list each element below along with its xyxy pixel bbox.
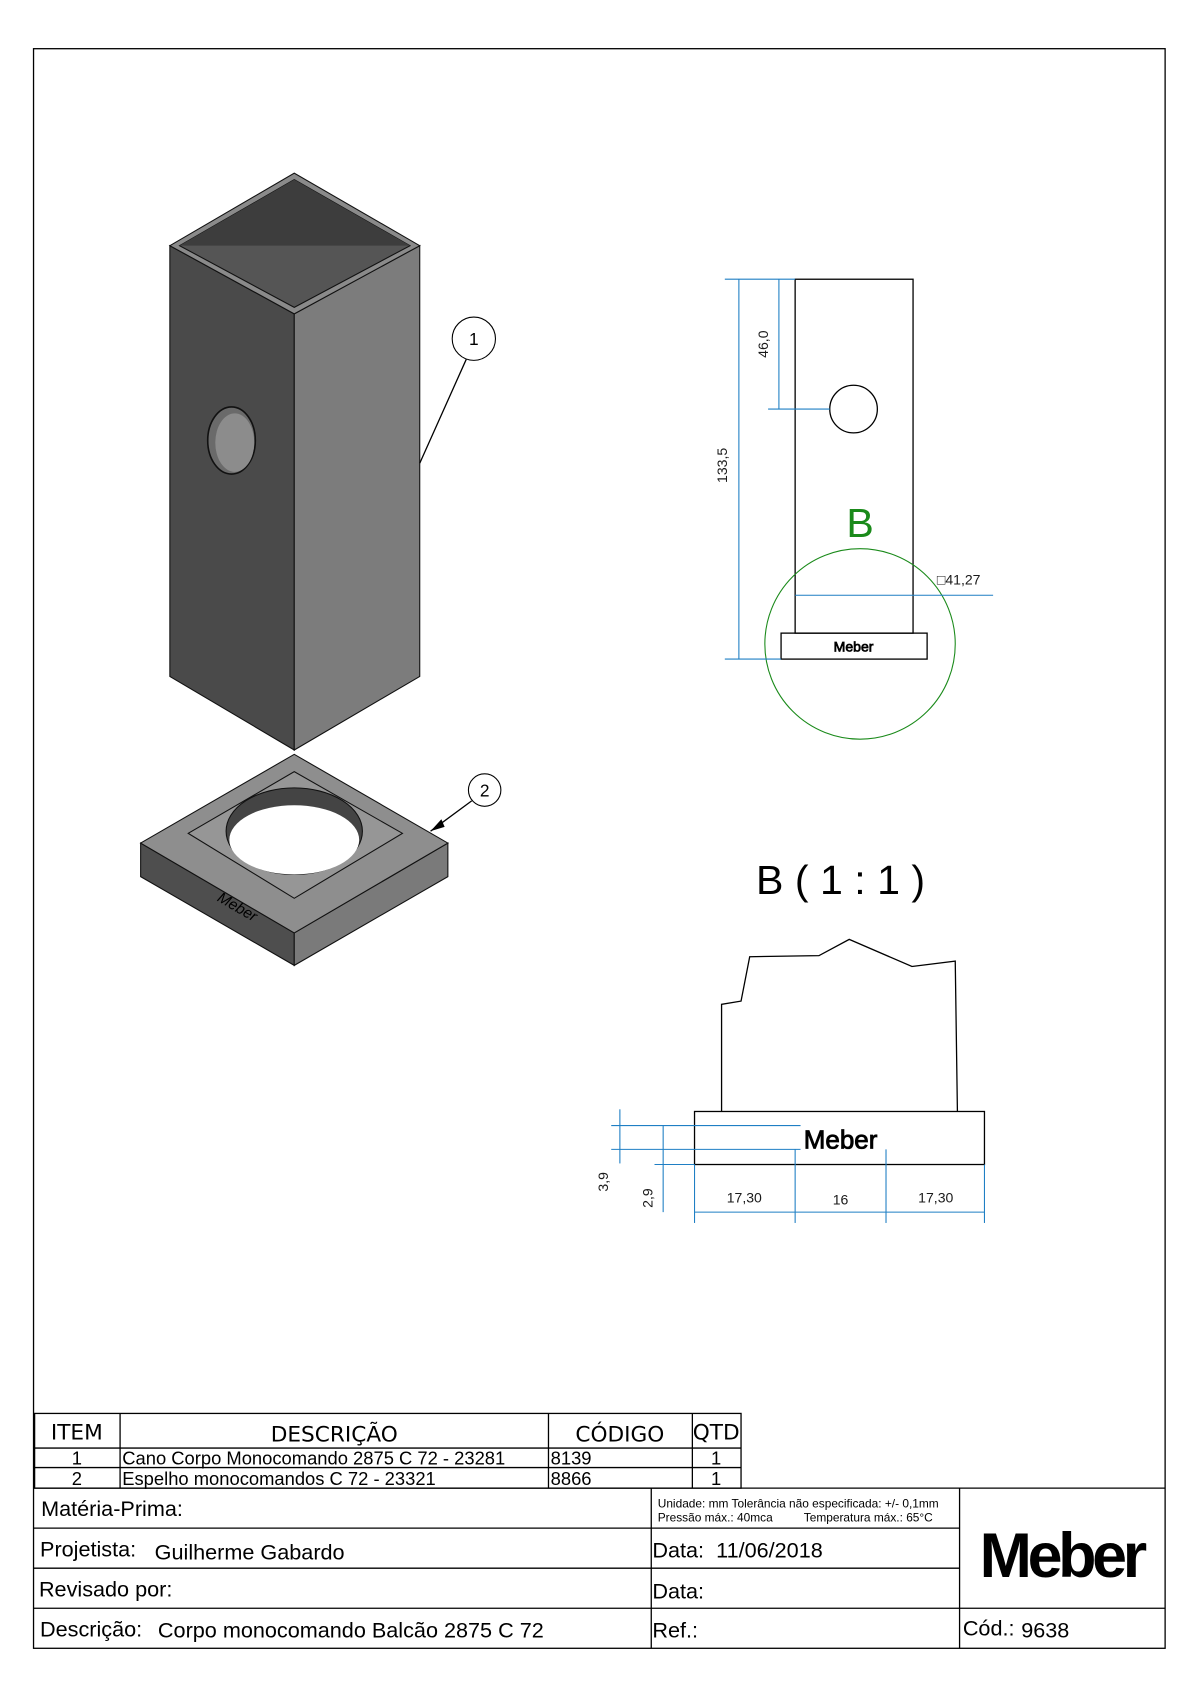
drawing-line — [179, 179, 411, 246]
drawing-line — [780, 632, 928, 660]
header-descricao: DESCRIÇÃO — [271, 1421, 398, 1448]
drawing-line — [829, 384, 879, 434]
sheet-border — [32, 48, 1166, 1649]
table-row: 2 Espelho monocomandos C 72 - 23321 8866… — [72, 1468, 722, 1489]
drawing-text: 1 — [72, 1447, 82, 1468]
front-view: Meber B 133,5 46,0 □41,27 — [714, 278, 994, 740]
drawing-line — [419, 359, 467, 464]
header-item: ITEM — [51, 1420, 103, 1445]
dim-detail-width-2: 16 — [833, 1192, 849, 1208]
dim-overall-height: 133,5 — [714, 448, 730, 483]
descricao-value: Corpo monocomando Balcão 2875 C 72 — [158, 1617, 544, 1642]
ref-label: Ref.: — [652, 1617, 698, 1642]
drawing-text: 8866 — [551, 1468, 592, 1489]
drawing-text: 1 — [711, 1447, 721, 1468]
drawing-text: 1 — [711, 1468, 721, 1489]
dim-detail-width-1: 17,30 — [727, 1189, 762, 1205]
table-row: 1 Cano Corpo Monocomando 2875 C 72 - 232… — [72, 1447, 722, 1468]
drawing-line — [229, 805, 360, 875]
drawing-text: Meber — [804, 1124, 878, 1154]
projetista-value: Guilherme Gabardo — [155, 1540, 345, 1565]
drawing-text: 2 — [480, 781, 490, 801]
drawing-line — [794, 278, 914, 634]
meber-logo: Meber — [980, 1521, 1147, 1591]
drawing-text: 1 — [469, 329, 479, 349]
drawing-text: Espelho monocomandos C 72 - 23321 — [122, 1468, 436, 1489]
isometric-tube — [168, 172, 421, 751]
balloon-1: 1 — [419, 316, 497, 464]
isometric-base-plate: Meber — [139, 753, 449, 967]
cod-value: 9638 — [1021, 1617, 1069, 1642]
materia-prima-label: Matéria-Prima: — [41, 1496, 183, 1521]
dim-square-size: □41,27 — [937, 571, 981, 587]
drawing-text: 8139 — [551, 1447, 592, 1468]
balloon-2: 2 — [430, 773, 502, 832]
drawing-line — [720, 938, 959, 1112]
detail-circle — [764, 548, 956, 740]
revisado-label: Revisado por: — [39, 1576, 172, 1601]
title-block: Matéria-Prima: Unidade: mm Tolerância nã… — [33, 1487, 1166, 1649]
dim-detail-width-3: 17,30 — [918, 1189, 953, 1205]
drawing-line — [293, 244, 421, 751]
specs-line-1: Unidade: mm Tolerância não especificada:… — [658, 1497, 939, 1511]
drawing-text: Meber — [834, 639, 874, 655]
dim-hole-offset: 46,0 — [755, 330, 771, 358]
cod-label: Cód.: — [963, 1615, 1015, 1640]
detail-title: B ( 1 : 1 ) — [756, 857, 925, 903]
drawing-line — [693, 1110, 986, 1166]
drawing-line — [430, 819, 445, 832]
drawing-text: Cano Corpo Monocomando 2875 C 72 - 23281 — [122, 1447, 505, 1468]
drawing-line — [215, 413, 255, 472]
specs-line-2b: Temperatura máx.: 65°C — [804, 1511, 933, 1525]
dim-detail-height-1: 3,9 — [595, 1172, 611, 1192]
parts-list-table: ITEM DESCRIÇÃO CÓDIGO QTD 1 Cano Corpo M… — [33, 1412, 742, 1489]
drawing-line — [451, 316, 497, 361]
drawing-line — [467, 773, 502, 807]
data-label: Data: — [652, 1537, 704, 1562]
data-value: 11/06/2018 — [716, 1537, 823, 1562]
header-codigo: CÓDIGO — [575, 1422, 664, 1448]
projetista-label: Projetista: — [40, 1536, 136, 1561]
data2-label: Data: — [652, 1578, 704, 1603]
drawing-line — [169, 244, 295, 751]
detail-view: B ( 1 : 1 ) Meber 3,9 2,9 17,30 16 17,30 — [595, 857, 986, 1223]
detail-marker: B — [846, 500, 873, 546]
header-qtd: QTD — [693, 1420, 740, 1445]
drawing-text: 2 — [72, 1468, 82, 1489]
specs-line-2a: Pressão máx.: 40mca — [658, 1511, 773, 1525]
dim-detail-height-2: 2,9 — [639, 1188, 655, 1208]
descricao-label: Descrição: — [40, 1616, 142, 1641]
